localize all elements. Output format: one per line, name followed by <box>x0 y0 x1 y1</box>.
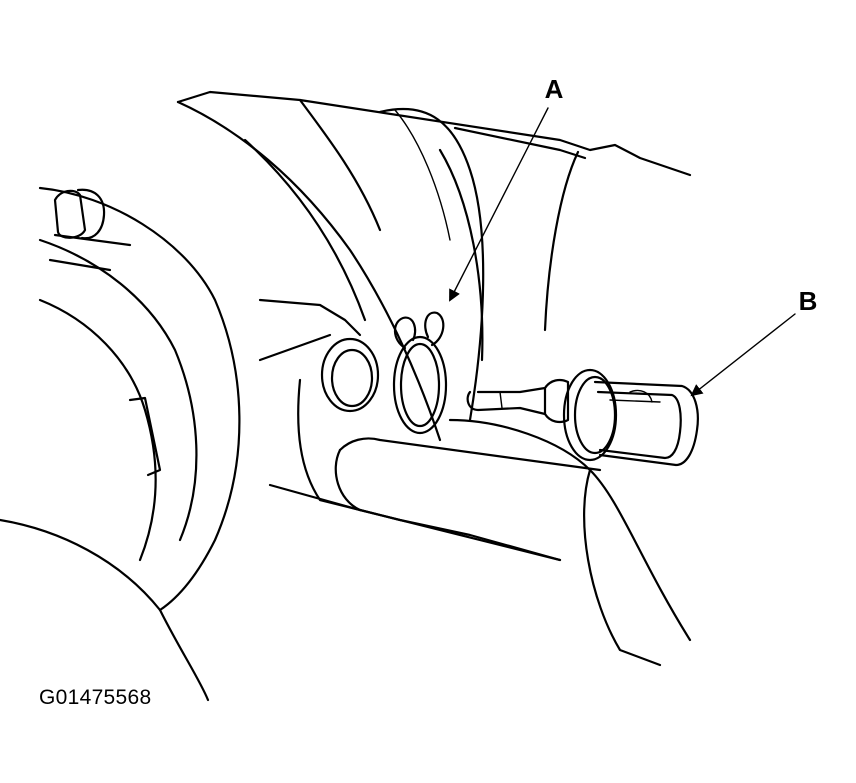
callout-a-leader <box>449 107 549 302</box>
callout-a-label: A <box>545 74 564 104</box>
coolant-hose <box>334 437 602 562</box>
figure-id: G01475568 <box>39 686 152 709</box>
temperature-sensor-b <box>466 368 699 467</box>
callout-b-leader <box>690 313 796 397</box>
callout-b: B <box>690 286 818 397</box>
pulley-disc <box>0 186 241 702</box>
callout-a: A <box>449 74 564 302</box>
sensor-port <box>320 337 380 413</box>
throttle-body-housing <box>176 98 562 562</box>
callout-b-label: B <box>799 286 818 316</box>
hose-clip-a <box>392 311 448 435</box>
engine-body <box>176 90 692 667</box>
